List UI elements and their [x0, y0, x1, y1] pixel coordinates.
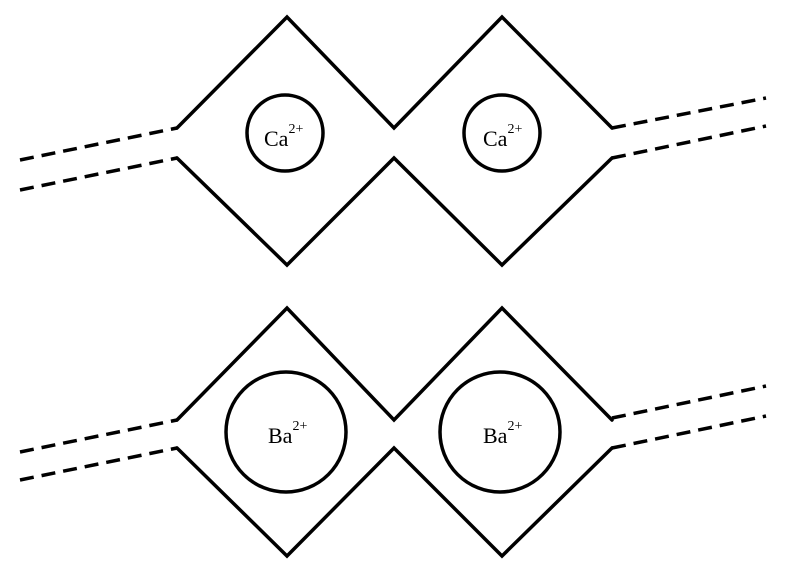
ion-site: Ba2+ — [224, 370, 348, 494]
left-dashed-bond-lower — [19, 446, 178, 482]
ion-site: Ca2+ — [245, 93, 325, 173]
ion-symbol: Ba — [483, 423, 508, 448]
ion-site: Ca2+ — [462, 93, 542, 173]
ion-ring — [462, 93, 542, 173]
ion-charge: 2+ — [507, 419, 522, 434]
ion-ring — [438, 370, 562, 494]
lower-framework-edge — [175, 445, 614, 559]
left-dashed-bond-upper — [19, 126, 178, 162]
barium-chain: Ba2+ Ba2+ — [19, 305, 767, 559]
ion-symbol: Ca — [483, 126, 508, 151]
right-dashed-bond-upper — [611, 96, 767, 130]
ion-ring — [245, 93, 325, 173]
ion-charge: 2+ — [292, 419, 307, 434]
lower-framework-edge — [175, 155, 614, 268]
ion-label: Ba2+ — [268, 419, 307, 448]
calcium-chain: Ca2+ Ca2+ — [19, 14, 767, 268]
upper-framework-edge — [175, 305, 614, 423]
ion-charge: 2+ — [288, 122, 303, 137]
ion-symbol: Ca — [264, 126, 289, 151]
ion-charge: 2+ — [507, 122, 522, 137]
ion-label: Ca2+ — [483, 122, 522, 151]
upper-framework-edge — [175, 14, 614, 131]
left-dashed-bond-upper — [19, 418, 178, 454]
ion-label: Ca2+ — [264, 122, 303, 151]
ion-label: Ba2+ — [483, 419, 522, 448]
ion-site: Ba2+ — [438, 370, 562, 494]
left-dashed-bond-lower — [19, 156, 178, 192]
right-dashed-bond-upper — [611, 384, 767, 420]
right-dashed-bond-lower — [611, 124, 767, 160]
ion-symbol: Ba — [268, 423, 293, 448]
right-dashed-bond-lower — [611, 414, 767, 450]
ion-ring — [224, 370, 348, 494]
